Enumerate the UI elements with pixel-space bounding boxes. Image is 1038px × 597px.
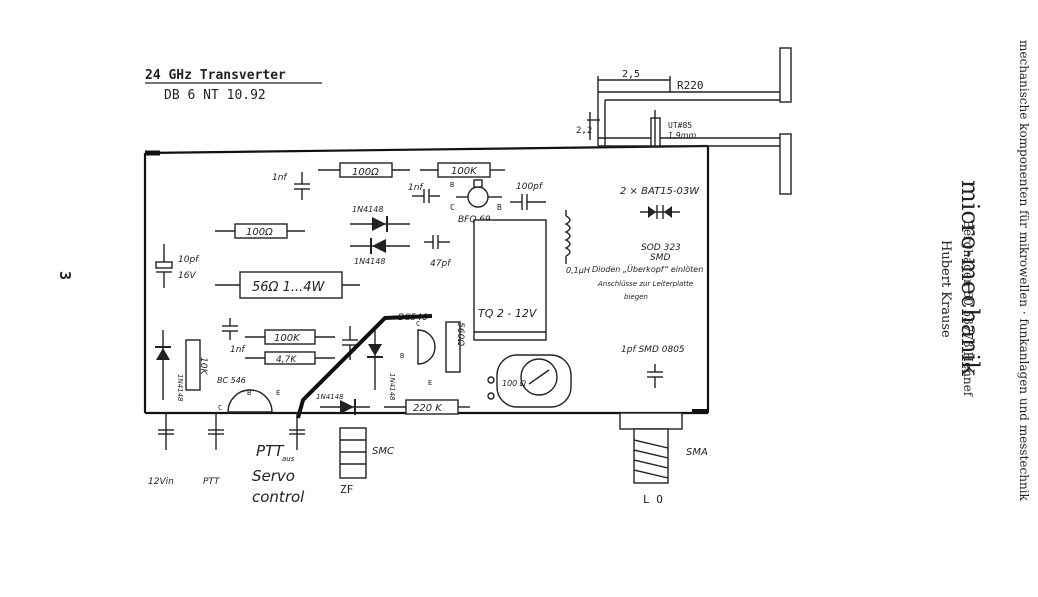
diode-1n4148-a [350,216,410,232]
drawing-subtitle: DB 6 NT 10.92 [164,88,266,103]
capacitor-1nf-left [294,172,310,200]
resistor-100k-top-label: 100K [451,166,478,177]
resistor-560ohm [445,321,461,373]
diode-1n4148-vertical-mid [367,330,383,390]
smd-label: SMD [650,253,670,263]
dim-22-label: 2,2 [576,126,592,136]
bfq69-pin-b: B [497,203,502,212]
capacitor-1pf-label: 1pf SMD 0805 [621,345,685,355]
bc546-left-label: BC 546 [217,376,246,385]
connector-12vin-label: 12Vin [148,477,174,487]
diode-1n4148-vertical-left [155,330,171,400]
capacitor-1nf-mid-label: 1nf [408,183,424,193]
capacitor-1nf-low [222,318,238,340]
feedthrough-12vin [158,412,174,450]
bat15-label: 2 × BAT15-03W [620,186,700,197]
bc546-top-pin-c: C [416,320,420,328]
transistor-bc546-left [227,389,273,413]
page-number: 3 [56,271,74,280]
r220-label: R220 [677,79,704,92]
resistor-100ohm-top-label: 100Ω [352,167,379,178]
capacitor-100pf [510,194,546,210]
ptt-handwritten-label: PTT [256,442,285,460]
capacitor-1nf-mid [412,189,440,203]
resistor-100ohm-mid-label: 100Ω [246,227,273,238]
resistor-10k-label: 10K [198,357,208,375]
zf-label: ZF [340,483,353,496]
capacitor-47pf [424,235,450,249]
ut85-label: UT#85 [668,121,692,130]
bc546-left-pin-c: C [218,404,222,412]
potentiometer-label: 100 Ω [502,379,527,388]
smc-connector [339,427,367,479]
biegen-note: biegen [624,293,648,301]
bfq69-pin-b-top: B [450,181,454,189]
resistor-560ohm-label: 560Ω [455,322,465,346]
diode-1n4148-b [350,238,410,254]
diode-vertical-mid-label: 1N4148 [388,373,396,401]
capacitor-47pf-label: 47pf [430,259,452,269]
bc546-top-pin-b: B [400,352,404,360]
resistor-100k-mid-label: 100K [274,333,301,344]
bc546-left-pin-b: B [247,389,251,397]
capacitor-100pf-label: 100pf [516,182,544,192]
lo-label: L O [643,493,663,506]
capacitor-1nf-low-label: 1nf [230,345,246,355]
smc-label: SMC [372,446,394,457]
connector-ptt-label: PTT [203,477,221,487]
potentiometer-100ohm [487,354,572,408]
control-label: control [252,488,305,506]
dioden-note: Dioden „Überkopf“ einlöten [592,264,703,274]
bc546-top-pin-e: E [428,379,432,387]
relay-tq2 [473,219,547,341]
servo-label: Servo [252,467,295,485]
resistor-10k [185,339,201,391]
diode-1n4148-b-label: 1N4148 [354,257,385,266]
resistor-47k-label: 4,7K [276,355,297,365]
sma-label: SMA [686,447,708,458]
resistor-56ohm-label: 56Ω 1...4W [252,280,326,295]
sidebar-line2: Berghagen 60 53773 Hennef [961,220,975,398]
capacitor-10pf [155,244,173,288]
company-name-block: micro-mechanik Hubert Krause [938,180,984,376]
servo-control-wire [296,314,433,419]
waveguide-flange [587,47,792,195]
sidebar-line1: mechanische komponenten für mikrowellen … [1017,40,1031,502]
dim-25-label: 2,5 [622,69,640,80]
capacitor-1pf-smd [647,364,663,388]
capacitor-10pf-label: 10pf [178,255,200,265]
sma-connector [619,412,683,484]
drawing-title: 24 GHz Transverter [145,68,286,83]
resistor-220k-label: 220 K [413,403,443,414]
diode-bat15 [640,205,680,219]
anschluss-note: Anschlüsse zur Leiterplatte [597,280,693,288]
diode-low-label: 1N4148 [316,393,344,401]
diode-1n4148-a-label: 1N4148 [352,205,383,214]
capacitor-10pf-voltage: 16V [178,271,196,281]
pcb-outline [143,144,710,415]
sod323-label: SOD 323 [641,243,681,253]
feedthrough-ptt [208,412,224,450]
ut85-length-label: 1,9mm [668,131,697,140]
ptt-aus-label: aus [282,455,295,463]
inductor-label: 0,1µH [566,266,590,275]
diode-1n4148-low [320,399,370,415]
company-block: mechanische komponenten für mikrowellen … [961,40,1031,502]
feedthrough-servo [289,412,305,450]
transistor-bc546-top [417,329,436,365]
inductor-01uh [564,215,571,257]
capacitor-1nf-left-label: 1nf [272,173,288,183]
sidebar-name: Hubert Krause [938,240,953,338]
bfq69-pin-c: C [450,203,455,212]
transistor-bfq69 [467,186,489,208]
sidebar-company: micro-mechanik [956,180,984,376]
bc546-left-pin-e: E [276,389,280,397]
diode-vertical-left-label: 1N4148 [176,374,184,402]
relay-tq2-label: TQ 2 - 12V [478,307,538,320]
resistor-56ohm [239,271,343,299]
